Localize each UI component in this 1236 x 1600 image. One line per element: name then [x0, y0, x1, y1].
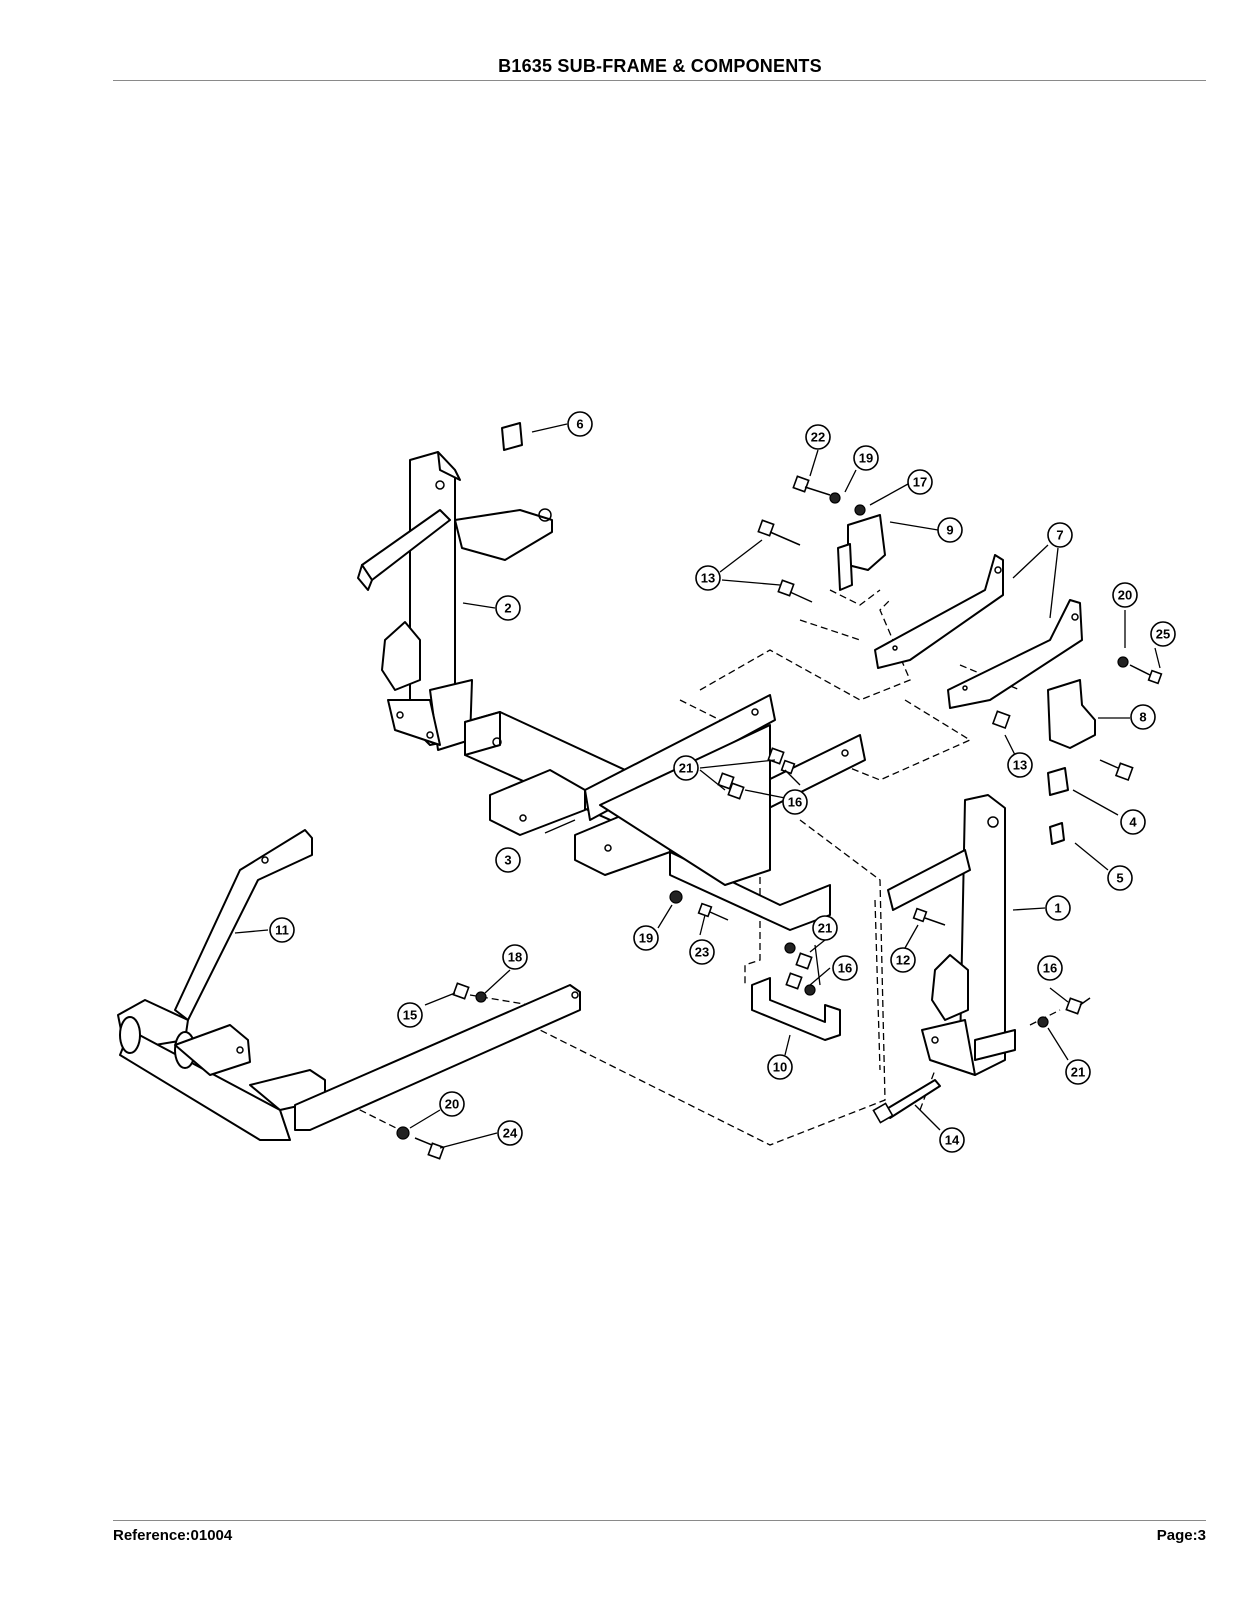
- callout-19-lower: 19: [633, 925, 659, 951]
- svg-text:4: 4: [1129, 815, 1137, 830]
- callout-7: 7: [1047, 522, 1073, 548]
- svg-text:13: 13: [701, 571, 715, 586]
- part-3-central-frame: [464, 694, 866, 931]
- callout-9: 9: [937, 517, 963, 543]
- plate-6: [501, 422, 523, 451]
- footer-rule: [113, 1520, 1206, 1521]
- reference-label: Reference:01004: [113, 1527, 233, 1544]
- svg-text:21: 21: [818, 921, 832, 936]
- svg-text:19: 19: [859, 451, 873, 466]
- callout-5: 5: [1107, 865, 1133, 891]
- part-11-drawbar: [117, 829, 581, 1141]
- svg-text:23: 23: [695, 945, 709, 960]
- page-number: Page:3: [1156, 1527, 1206, 1544]
- callout-13-top: 13: [695, 565, 721, 591]
- svg-text:11: 11: [275, 923, 289, 938]
- plates: [501, 422, 1069, 845]
- callout-20-right: 20: [1112, 582, 1138, 608]
- callout-2: 2: [495, 595, 521, 621]
- callout-18: 18: [502, 944, 528, 970]
- svg-text:16: 16: [1043, 961, 1057, 976]
- plate-5: [1049, 822, 1065, 845]
- page-title: B1635 SUB-FRAME & COMPONENTS: [498, 56, 822, 76]
- callout-19-top: 19: [853, 445, 879, 471]
- svg-text:20: 20: [445, 1097, 459, 1112]
- svg-text:1: 1: [1054, 901, 1061, 916]
- hardware: [396, 475, 1163, 1160]
- svg-text:25: 25: [1156, 627, 1170, 642]
- part-1-right-bracket: [887, 794, 1016, 1076]
- svg-text:21: 21: [679, 761, 693, 776]
- svg-text:8: 8: [1139, 710, 1146, 725]
- svg-text:19: 19: [639, 931, 653, 946]
- plate-4: [1047, 767, 1069, 796]
- callout-17: 17: [907, 469, 933, 495]
- svg-text:7: 7: [1056, 528, 1063, 543]
- svg-text:21: 21: [1071, 1065, 1085, 1080]
- callout-11: 11: [269, 917, 295, 943]
- callout-8: 8: [1130, 704, 1156, 730]
- callout-23: 23: [689, 939, 715, 965]
- callout-24: 24: [497, 1120, 523, 1146]
- callout-22: 22: [805, 424, 831, 450]
- svg-text:12: 12: [896, 953, 910, 968]
- callout-13-right: 13: [1007, 752, 1033, 778]
- svg-text:20: 20: [1118, 588, 1132, 603]
- leader-lines: [234, 423, 1161, 1149]
- callout-21-lower: 21: [812, 915, 838, 941]
- callout-10: 10: [767, 1054, 793, 1080]
- callout-15: 15: [397, 1002, 423, 1028]
- callout-3: 3: [495, 847, 521, 873]
- callout-1: 1: [1045, 895, 1071, 921]
- svg-text:3: 3: [504, 853, 511, 868]
- callout-21-center: 21: [673, 755, 699, 781]
- callout-14: 14: [939, 1127, 965, 1153]
- svg-text:13: 13: [1013, 758, 1027, 773]
- assembly-dashed-lines: [339, 589, 1061, 1146]
- svg-text:16: 16: [838, 961, 852, 976]
- callout-16-center: 16: [782, 789, 808, 815]
- callout-4: 4: [1120, 809, 1146, 835]
- svg-text:10: 10: [773, 1060, 787, 1075]
- svg-text:14: 14: [945, 1133, 960, 1148]
- svg-text:15: 15: [403, 1008, 417, 1023]
- svg-text:24: 24: [503, 1126, 518, 1141]
- callout-6: 6: [567, 411, 593, 437]
- part-9-bracket: [837, 514, 886, 591]
- svg-text:6: 6: [576, 417, 583, 432]
- part-8-bracket: [1047, 679, 1096, 749]
- part-7-bars: [874, 554, 1083, 709]
- callout-21-right: 21: [1065, 1059, 1091, 1085]
- callout-12: 12: [890, 947, 916, 973]
- svg-text:2: 2: [504, 601, 511, 616]
- svg-text:9: 9: [946, 523, 953, 538]
- part-2-left-bracket: [357, 451, 553, 751]
- callout-16-right: 16: [1037, 955, 1063, 981]
- svg-text:16: 16: [788, 795, 802, 810]
- svg-text:5: 5: [1116, 871, 1123, 886]
- svg-text:22: 22: [811, 430, 825, 445]
- callout-20-bottom: 20: [439, 1091, 465, 1117]
- callout-25: 25: [1150, 621, 1176, 647]
- header-rule: [113, 80, 1206, 81]
- part-10-lower-bracket: [751, 977, 841, 1041]
- svg-text:18: 18: [508, 950, 522, 965]
- svg-text:17: 17: [913, 475, 927, 490]
- callout-16-lower: 16: [832, 955, 858, 981]
